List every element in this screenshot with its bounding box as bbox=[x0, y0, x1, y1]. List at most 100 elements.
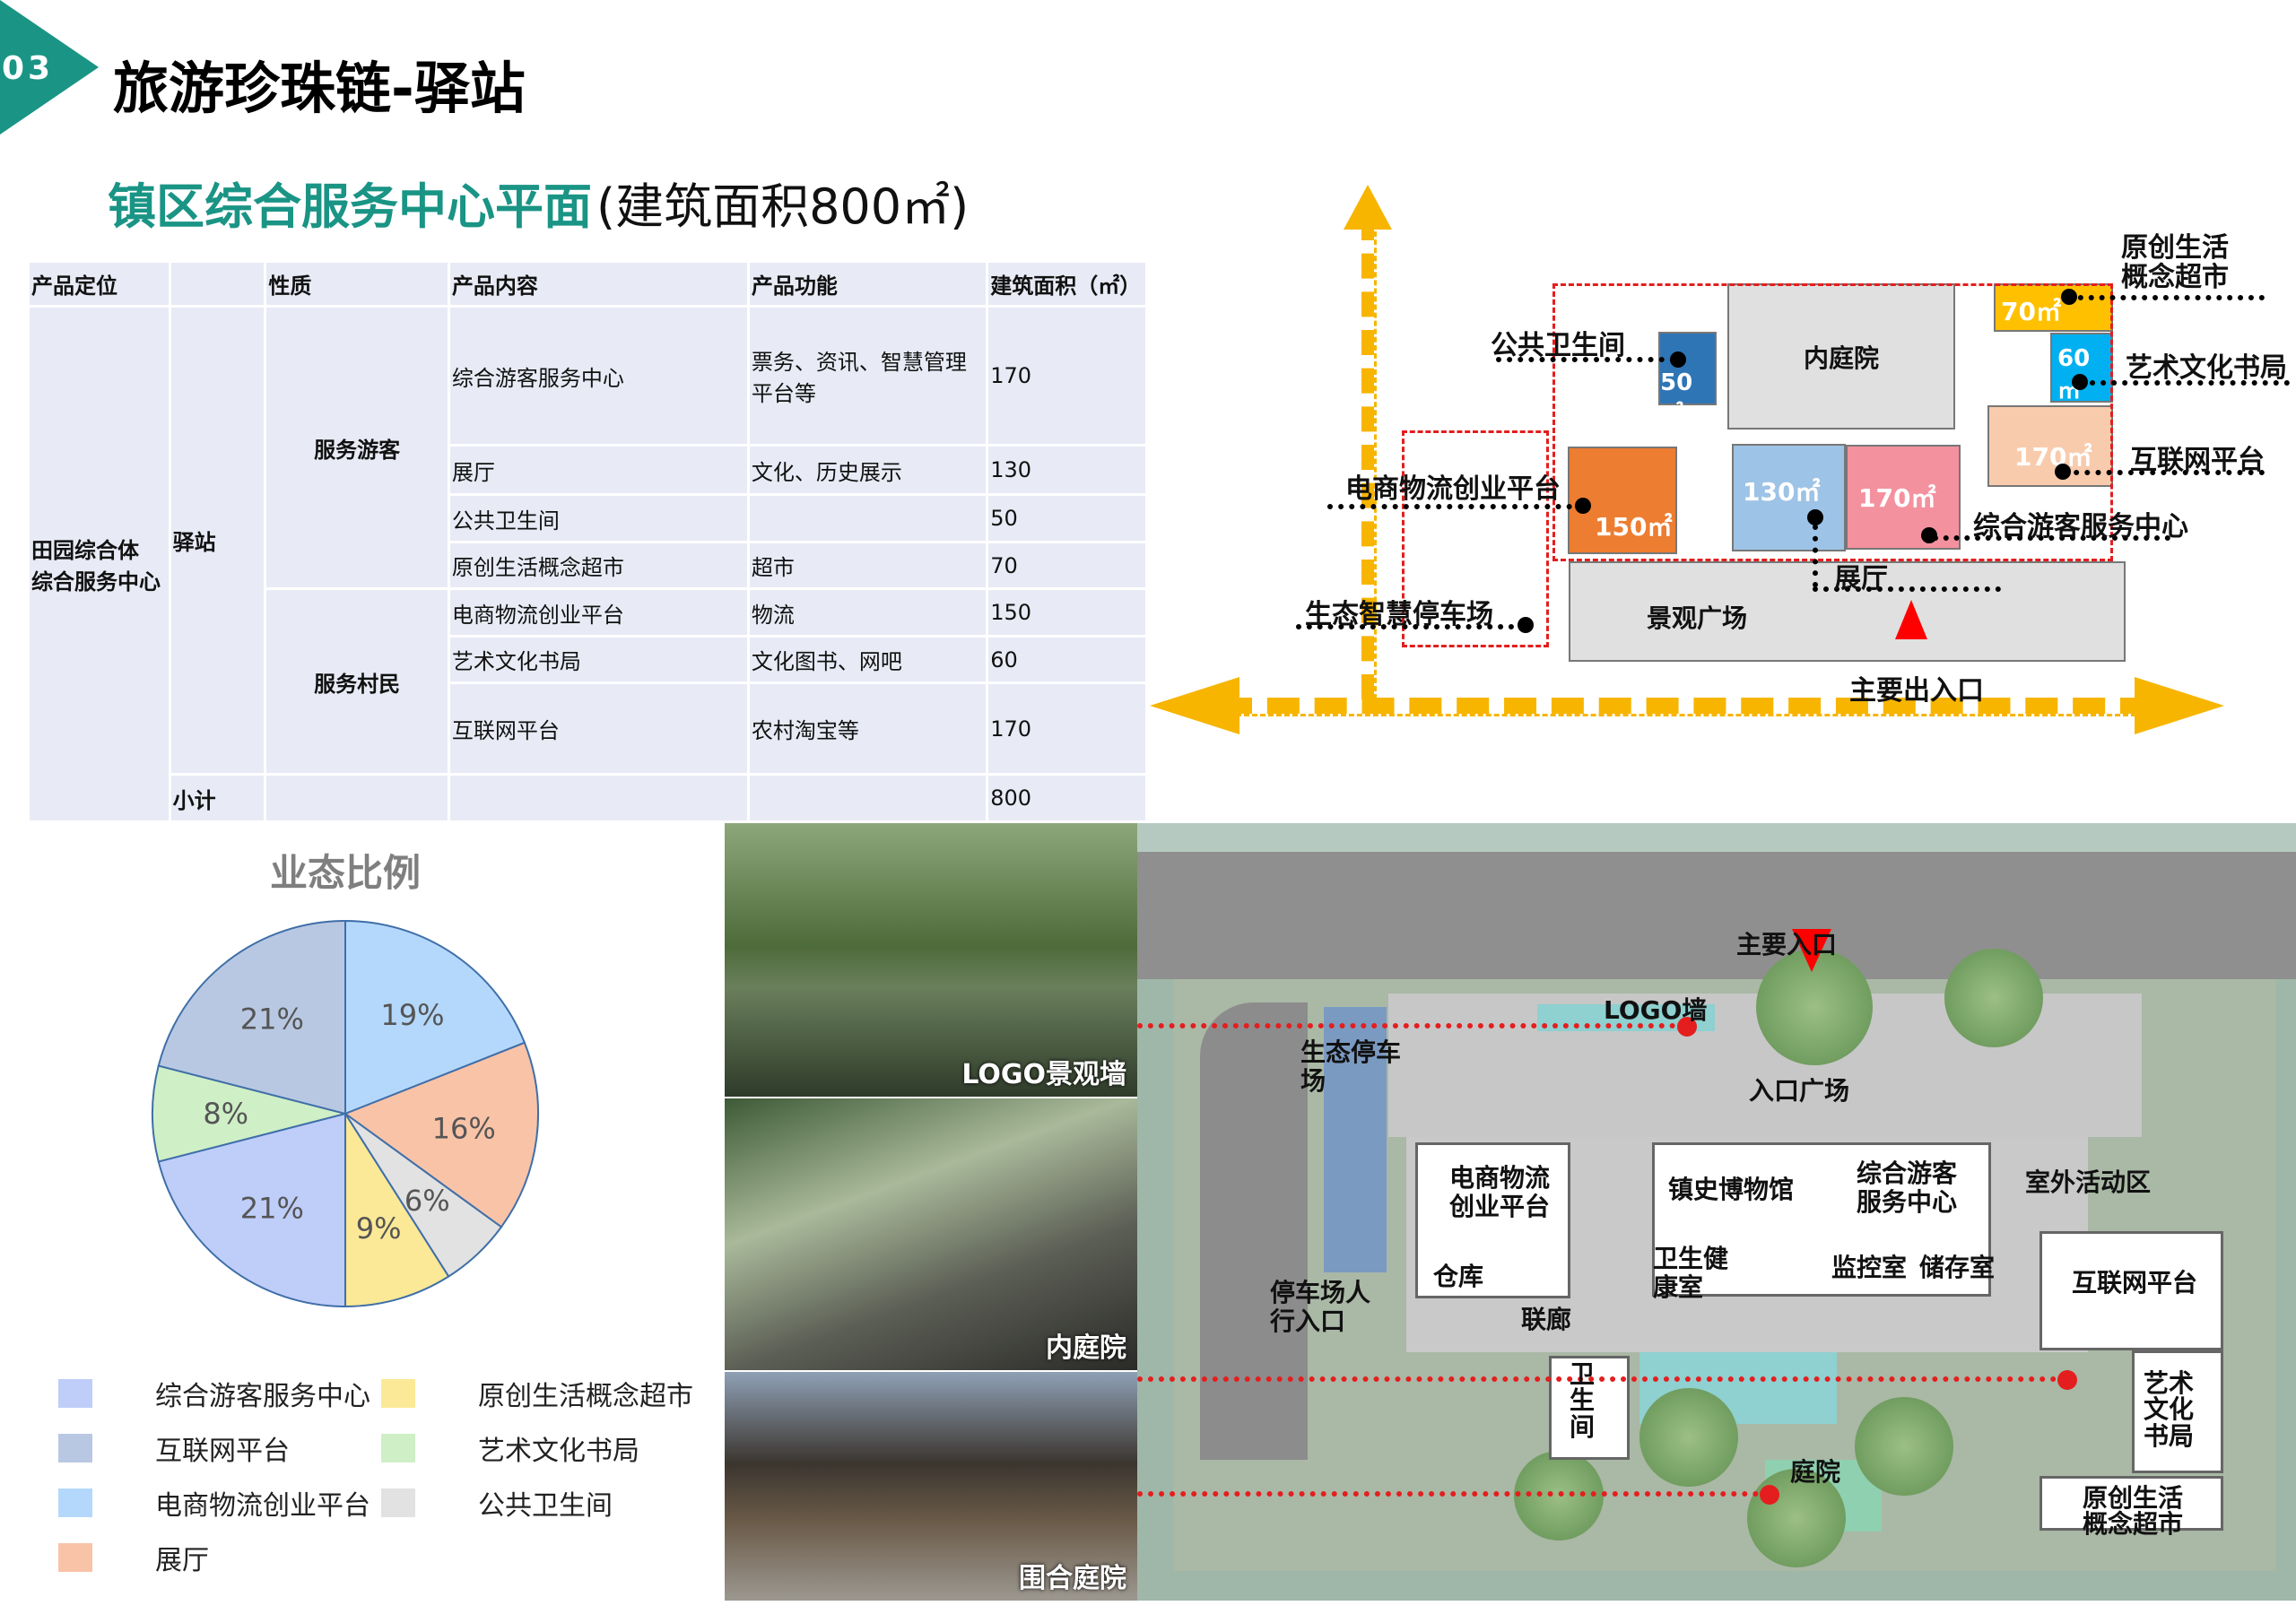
tree-icon bbox=[1639, 1388, 1738, 1487]
callout-line bbox=[1137, 1491, 1770, 1497]
col-header: 建筑面积（㎡） bbox=[986, 260, 1148, 308]
subtotal-label: 小计 bbox=[168, 773, 267, 823]
photo-caption: LOGO景观墙 bbox=[961, 1059, 1126, 1090]
plan-label-eco-parking: 生态停车 场 bbox=[1300, 1037, 1402, 1097]
leader-dot bbox=[1575, 498, 1591, 514]
arrow-left-icon bbox=[1150, 677, 1239, 734]
positioning-cell: 田园综合体 综合服务中心 bbox=[27, 305, 171, 823]
legend-swatch bbox=[58, 1379, 92, 1408]
table-row: 田园综合体 综合服务中心 驿站 服务游客 综合游客服务中心 票务、资讯、智慧管理… bbox=[27, 305, 1148, 823]
building-logistics bbox=[1415, 1142, 1570, 1298]
pie-data-label: 21% bbox=[240, 1002, 304, 1037]
horizontal-path-arrow bbox=[1220, 698, 2152, 716]
hall-block: 130㎡ bbox=[1732, 444, 1846, 551]
table-row: 服务村民 电商物流创业平台 物流 150 bbox=[29, 587, 1148, 776]
building-supermarket bbox=[2039, 1476, 2223, 1531]
pie-slice bbox=[157, 919, 346, 1115]
col-header: 产品定位 bbox=[27, 260, 171, 308]
legend-swatch bbox=[381, 1434, 415, 1462]
callout-line bbox=[1137, 1376, 2067, 1382]
legend-item: 电商物流创业平台 bbox=[58, 1483, 370, 1523]
leader-line bbox=[2067, 295, 2265, 300]
content-cell: 原创生活概念超市 bbox=[447, 541, 750, 590]
leader-dot bbox=[1921, 527, 1937, 543]
legend-item: 互联网平台 bbox=[58, 1428, 290, 1468]
label-internet: 互联网平台 bbox=[2130, 445, 2265, 476]
pie-data-label: 16% bbox=[432, 1112, 496, 1146]
area-cell: 50 bbox=[986, 493, 1148, 543]
area-cell: 170 bbox=[986, 305, 1148, 447]
building-main bbox=[1652, 1142, 1991, 1297]
legend-label: 原创生活概念超市 bbox=[478, 1381, 693, 1412]
building-bookstore bbox=[2132, 1350, 2223, 1473]
leader-dot bbox=[1670, 352, 1686, 368]
photo-inner-courtyard: 内庭院 bbox=[725, 1098, 1137, 1370]
area-cell: 150 bbox=[986, 587, 1148, 638]
plan-label-toilet: 卫 生 间 bbox=[1570, 1359, 1596, 1442]
parking-boundary bbox=[1402, 430, 1549, 647]
legend-label: 电商物流创业平台 bbox=[155, 1490, 370, 1522]
pie-slice bbox=[344, 1110, 450, 1308]
leader-dot bbox=[2061, 289, 2077, 305]
area-cell: 60 bbox=[986, 635, 1148, 684]
col-header: 产品功能 bbox=[746, 260, 989, 308]
leader-dot bbox=[1518, 617, 1534, 633]
legend-label: 综合游客服务中心 bbox=[155, 1381, 370, 1412]
area-cell: 130 bbox=[986, 444, 1148, 496]
callout-line bbox=[1137, 1023, 1686, 1028]
photo-caption: 内庭院 bbox=[1046, 1332, 1126, 1364]
table-row: 原创生活概念超市 超市 70 bbox=[29, 541, 1148, 590]
function-cell bbox=[746, 493, 989, 543]
subtotal-value: 800 bbox=[986, 773, 1148, 823]
legend-label: 公共卫生间 bbox=[478, 1490, 613, 1522]
empty-cell bbox=[447, 773, 750, 823]
building-toilet bbox=[1549, 1356, 1630, 1460]
plan-label-visitor: 综合游客 服务中心 bbox=[1857, 1159, 1958, 1218]
plan-label-internet: 互联网平台 bbox=[2072, 1268, 2198, 1298]
pie-slice bbox=[157, 1112, 346, 1308]
callout-dot bbox=[1677, 1017, 1697, 1037]
entrance-marker-icon bbox=[1895, 600, 1927, 639]
product-table: 产品定位 性质 产品内容 产品功能 建筑面积（㎡） 田园综合体 综合服务中心 驿… bbox=[27, 260, 1148, 823]
logistics-block: 150㎡ bbox=[1568, 447, 1677, 554]
label-main-entrance: 主要出入口 bbox=[1849, 675, 1984, 707]
legend-swatch bbox=[381, 1379, 415, 1408]
function-cell: 票务、资讯、智慧管理平台等 bbox=[746, 305, 989, 447]
plan-label-logo-wall: LOGO墙 bbox=[1604, 995, 1708, 1025]
label-parking: 生态智慧停车场 bbox=[1305, 599, 1493, 630]
tree-icon bbox=[1747, 1469, 1846, 1567]
leader-dot bbox=[2055, 464, 2071, 480]
legend-item: 综合游客服务中心 bbox=[58, 1374, 370, 1413]
label-bookstore: 艺术文化书局 bbox=[2126, 352, 2287, 384]
subtotal-row: 小计 800 bbox=[29, 773, 1148, 823]
content-cell: 综合游客服务中心 bbox=[447, 305, 750, 447]
plaza-block: 景观广场 bbox=[1569, 561, 2126, 662]
leader-dot bbox=[2072, 374, 2088, 390]
plan-label-museum: 镇史博物馆 bbox=[1668, 1175, 1795, 1204]
area-cell: 70 bbox=[986, 541, 1148, 590]
nature-cell: 服务村民 bbox=[264, 587, 450, 776]
table-row: 互联网平台 农村淘宝等 170 bbox=[29, 681, 1148, 776]
inner-courtyard-block: 内庭院 bbox=[1727, 283, 1955, 430]
arrow-up-icon bbox=[1344, 185, 1392, 230]
label-visitor: 综合游客服务中心 bbox=[1973, 511, 2188, 542]
legend-item: 公共卫生间 bbox=[381, 1483, 613, 1523]
arrow-right-icon bbox=[2135, 677, 2224, 734]
leader-line bbox=[1296, 624, 1525, 629]
content-cell: 公共卫生间 bbox=[447, 493, 750, 543]
plan-label-monitor: 监控室 bbox=[1831, 1253, 1908, 1282]
plan-label-main-entrance: 主要入口 bbox=[1736, 930, 1838, 959]
content-cell: 展厅 bbox=[447, 444, 750, 496]
pie-chart: 19%16%6%9%21%8%21% bbox=[152, 919, 539, 1308]
pie-data-label: 6% bbox=[404, 1184, 450, 1218]
function-cell: 文化、历史展示 bbox=[746, 444, 989, 496]
label-logistics: 电商物流创业平台 bbox=[1345, 473, 1561, 505]
tree-icon bbox=[1855, 1397, 1953, 1496]
page-subtitle: 镇区综合服务中心平面 bbox=[108, 178, 592, 235]
content-cell: 艺术文化书局 bbox=[447, 635, 750, 684]
leader-dot bbox=[1807, 509, 1823, 525]
content-cell: 电商物流创业平台 bbox=[447, 587, 750, 638]
building-internet bbox=[2039, 1231, 2223, 1350]
plan-road bbox=[1137, 852, 2296, 979]
legend-swatch bbox=[58, 1434, 92, 1462]
